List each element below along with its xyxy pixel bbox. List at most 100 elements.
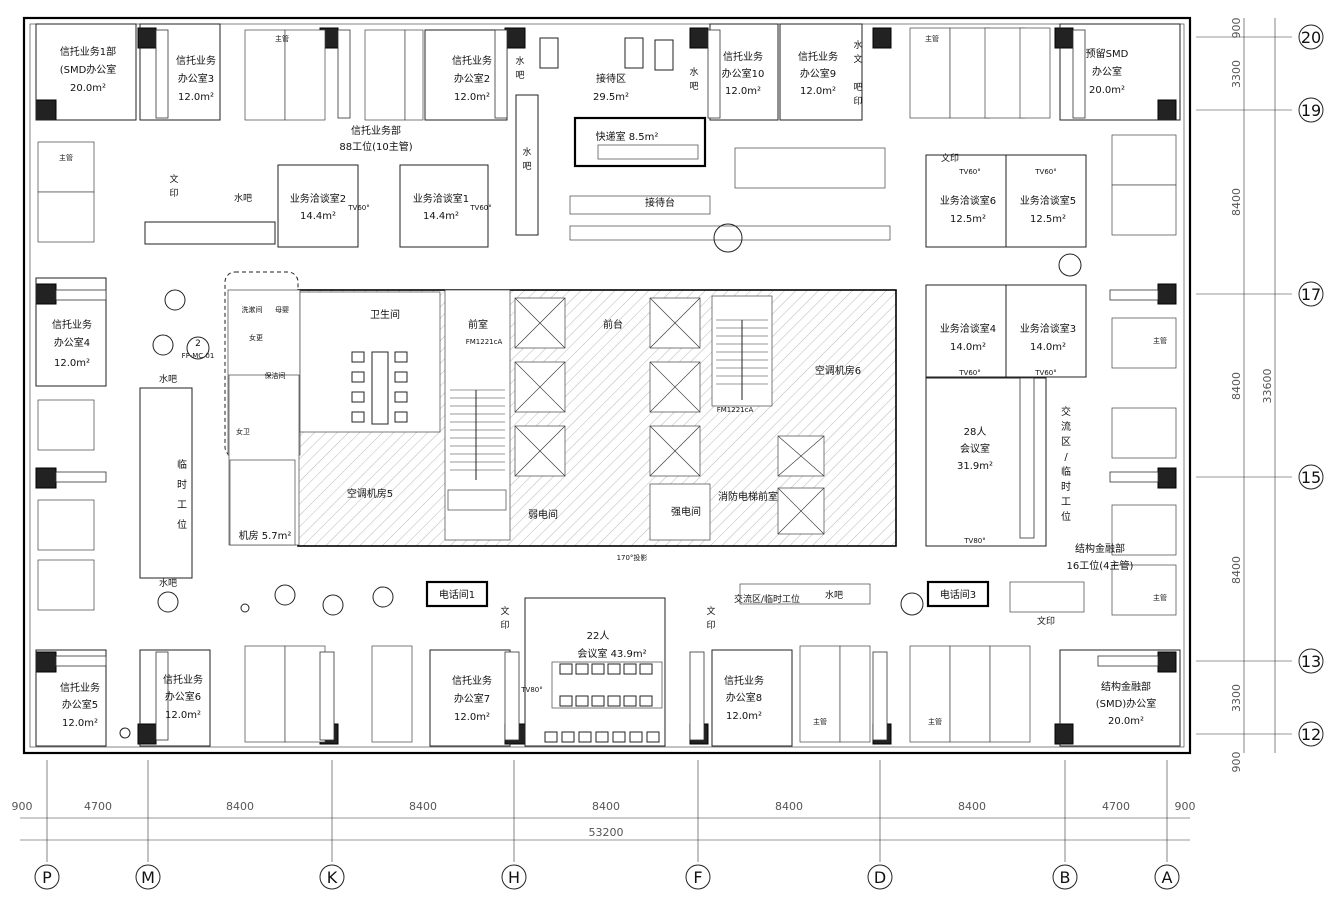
label-temp-v0: 临 <box>177 458 187 471</box>
dim-right-5: 3300 <box>1230 684 1243 712</box>
stair-2 <box>711 295 773 407</box>
label-supervisor-7: 主管 <box>925 34 939 43</box>
label-exchange-v1: 流 <box>1061 420 1071 433</box>
label-nego3-l2: 14.0m² <box>1030 342 1066 353</box>
label-front-counter: 接待台 <box>645 196 675 209</box>
label-trust-dept-l2: 88工位(10主管) <box>339 140 412 153</box>
dim-total-right: 33600 <box>1261 369 1274 404</box>
label-exchange-v4: 临 <box>1061 465 1071 478</box>
label-tv60-1: TV60° <box>347 204 369 212</box>
axis-label-p: P <box>42 868 52 887</box>
label-reserve-smd-l2: 办公室 <box>1092 65 1122 78</box>
stair-1 <box>450 389 505 480</box>
label-fire-lobby: 消防电梯前室 <box>718 490 778 503</box>
label-express: 快递室 8.5m² <box>596 130 659 143</box>
label-trust9-l2: 办公室9 <box>800 67 836 80</box>
axis-label-d: D <box>874 868 886 887</box>
dimension-labels-bottom: 900 4700 8400 8400 8400 8400 8400 4700 9… <box>12 800 1196 839</box>
label-trust-smd1-l3: 20.0m² <box>70 83 106 94</box>
label-nego5-l2: 12.5m² <box>1030 214 1066 225</box>
dim-bottom-4: 8400 <box>592 800 620 813</box>
label-female-change: 女更 <box>249 333 263 342</box>
conference-chairs <box>544 663 660 743</box>
label-weak-elec: 弱电间 <box>528 508 558 521</box>
label-struct-smd-l3: 20.0m² <box>1108 716 1144 727</box>
label-tv60-4: TV60° <box>1034 168 1056 176</box>
label-toilet: 卫生间 <box>370 308 400 321</box>
label-trust6-l3: 12.0m² <box>165 710 201 721</box>
label-projection: 170°投影 <box>617 553 648 562</box>
label-wen-4: 文 <box>853 53 862 65</box>
lounge-seating <box>119 37 1082 739</box>
label-meeting28-l1: 28人 <box>964 426 987 438</box>
label-trust10-l1: 信托业务 <box>723 50 763 63</box>
dim-right-6: 900 <box>1230 752 1243 773</box>
label-meeting28-l3: 31.9m² <box>957 461 993 472</box>
label-reserve-smd-l3: 20.0m² <box>1089 85 1125 96</box>
label-temp-v1: 时 <box>177 479 187 491</box>
label-meeting28-l2: 会议室 <box>960 442 990 455</box>
glass-partitions <box>55 29 1159 741</box>
label-struct-dept-l1: 结构金融部 <box>1075 542 1125 555</box>
dim-bottom-7: 4700 <box>1102 800 1130 813</box>
label-phone3: 电话间3 <box>940 588 976 601</box>
label-exchange-v0: 交 <box>1061 405 1071 418</box>
label-meeting22-l1: 22人 <box>587 630 610 642</box>
central-core <box>224 271 897 547</box>
label-shui-3: 水 <box>689 66 698 78</box>
label-tv60-6: TV60° <box>1034 369 1056 377</box>
axis-bubbles-right <box>1298 24 1324 747</box>
dim-bottom-1: 4700 <box>84 800 112 813</box>
axis-label-m: M <box>141 868 155 887</box>
small-labels: 水吧 水吧 水吧 水吧 文 印 文印 文印 文 印 文 印 文 印 水 吧 水 … <box>59 34 1167 726</box>
building-envelope <box>22 16 1192 755</box>
room-labels: 信托业务1部 (SMD办公室 20.0m² 信托业务 办公室3 12.0m² 信… <box>52 45 1156 729</box>
axis-label-12: 12 <box>1301 725 1321 744</box>
axis-label-13: 13 <box>1301 652 1321 671</box>
label-reception-l1: 接待区 <box>596 72 626 85</box>
elevators-east <box>649 297 825 535</box>
label-shui-1: 水 <box>515 55 524 67</box>
dimension-labels-right: 900 3300 8400 8400 8400 3300 900 33600 <box>1230 18 1274 773</box>
label-water-bar-2: 水吧 <box>159 373 177 385</box>
axis-bubbles-bottom <box>34 864 1180 890</box>
label-index-code: FF-MC 01 <box>182 352 215 360</box>
label-trust6-l1: 信托业务 <box>163 673 203 686</box>
label-trust9-l1: 信托业务 <box>798 50 838 63</box>
label-trust5-l1: 信托业务 <box>60 681 100 694</box>
axis-label-19: 19 <box>1301 101 1321 120</box>
label-supervisor-1: 主管 <box>59 153 73 162</box>
label-machine: 机房 5.7m² <box>239 529 292 542</box>
label-fm-2: FM1221cA <box>717 406 754 414</box>
label-ba-3: 吧 <box>689 81 698 92</box>
label-trust2-l2: 办公室2 <box>454 72 490 85</box>
dim-bottom-0: 900 <box>12 800 33 813</box>
dim-right-4: 8400 <box>1230 556 1243 584</box>
label-trust7-l3: 12.0m² <box>454 712 490 723</box>
axis-label-h: H <box>508 868 520 887</box>
axis-label-a: A <box>1162 868 1173 887</box>
grid-lines <box>20 18 1292 862</box>
label-water-bar-4: 水吧 <box>825 589 843 601</box>
label-trust7-l1: 信托业务 <box>452 674 492 687</box>
label-struct-smd-l1: 结构金融部 <box>1101 680 1151 693</box>
label-struct-dept-l2: 16工位(4主管) <box>1067 559 1134 572</box>
label-ba-2: 吧 <box>522 161 531 172</box>
label-temp-v3: 位 <box>177 518 187 531</box>
label-wen-2: 文 <box>500 605 509 617</box>
label-struct-smd-l2: (SMD)办公室 <box>1096 697 1156 710</box>
west-rooms <box>35 277 211 747</box>
label-exchange-v2: 区 <box>1061 436 1071 448</box>
label-nego6-l1: 业务洽谈室6 <box>940 194 996 207</box>
label-water-bar-3: 水吧 <box>159 577 177 589</box>
label-water-bar-1: 水吧 <box>234 192 252 204</box>
toilet-stalls <box>351 351 408 425</box>
dim-bottom-6: 8400 <box>958 800 986 813</box>
label-trust4-l3: 12.0m² <box>54 358 90 369</box>
label-exchange-v6: 工 <box>1061 497 1071 508</box>
label-nego5-l1: 业务洽谈室5 <box>1020 194 1076 207</box>
label-trust5-l3: 12.0m² <box>62 718 98 729</box>
label-tv60-2: TV60° <box>469 204 491 212</box>
open-workstations <box>37 27 1177 743</box>
